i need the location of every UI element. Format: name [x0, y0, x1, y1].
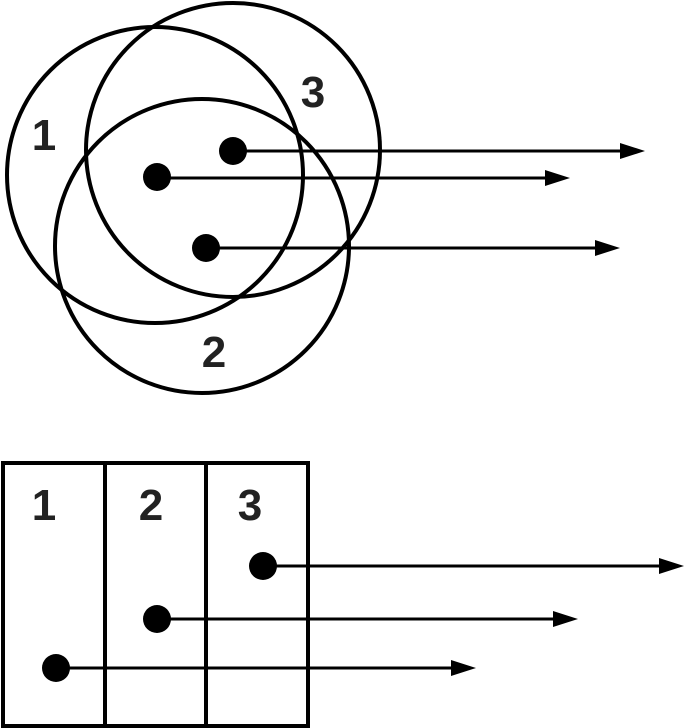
- partition-arrow-col1-head: [451, 660, 476, 676]
- venn-diagram: 1 3 2: [5, 1, 645, 395]
- venn-dot-a: [219, 137, 247, 165]
- venn-label-2: 2: [202, 328, 226, 377]
- partition-dot-col1: [42, 654, 70, 682]
- venn-dot-c: [192, 234, 220, 262]
- venn-point-b: [143, 163, 570, 191]
- partition-arrow-col3-head: [659, 558, 684, 574]
- venn-label-1: 1: [32, 111, 56, 160]
- partition-arrow-col2-head: [553, 611, 578, 627]
- partition-point-col2: [143, 605, 578, 633]
- partition-dot-col2: [143, 605, 171, 633]
- venn-point-c: [192, 234, 620, 262]
- venn-circle-2: [53, 97, 351, 395]
- venn-arrow-a-head: [620, 143, 645, 159]
- partition-box: [1, 461, 310, 728]
- partition-point-col3: [249, 552, 684, 580]
- venn-label-3: 3: [301, 68, 325, 117]
- partition-point-col1: [42, 654, 476, 682]
- venn-arrow-c-head: [595, 240, 620, 256]
- partition-diagram: 1 2 3: [1, 461, 684, 728]
- partition-dot-col3: [249, 552, 277, 580]
- partition-label-2: 2: [139, 481, 163, 530]
- venn-point-a: [219, 137, 645, 165]
- partition-label-1: 1: [32, 481, 56, 530]
- partition-label-3: 3: [238, 481, 262, 530]
- venn-arrow-b-head: [545, 170, 570, 186]
- venn-dot-b: [143, 163, 171, 191]
